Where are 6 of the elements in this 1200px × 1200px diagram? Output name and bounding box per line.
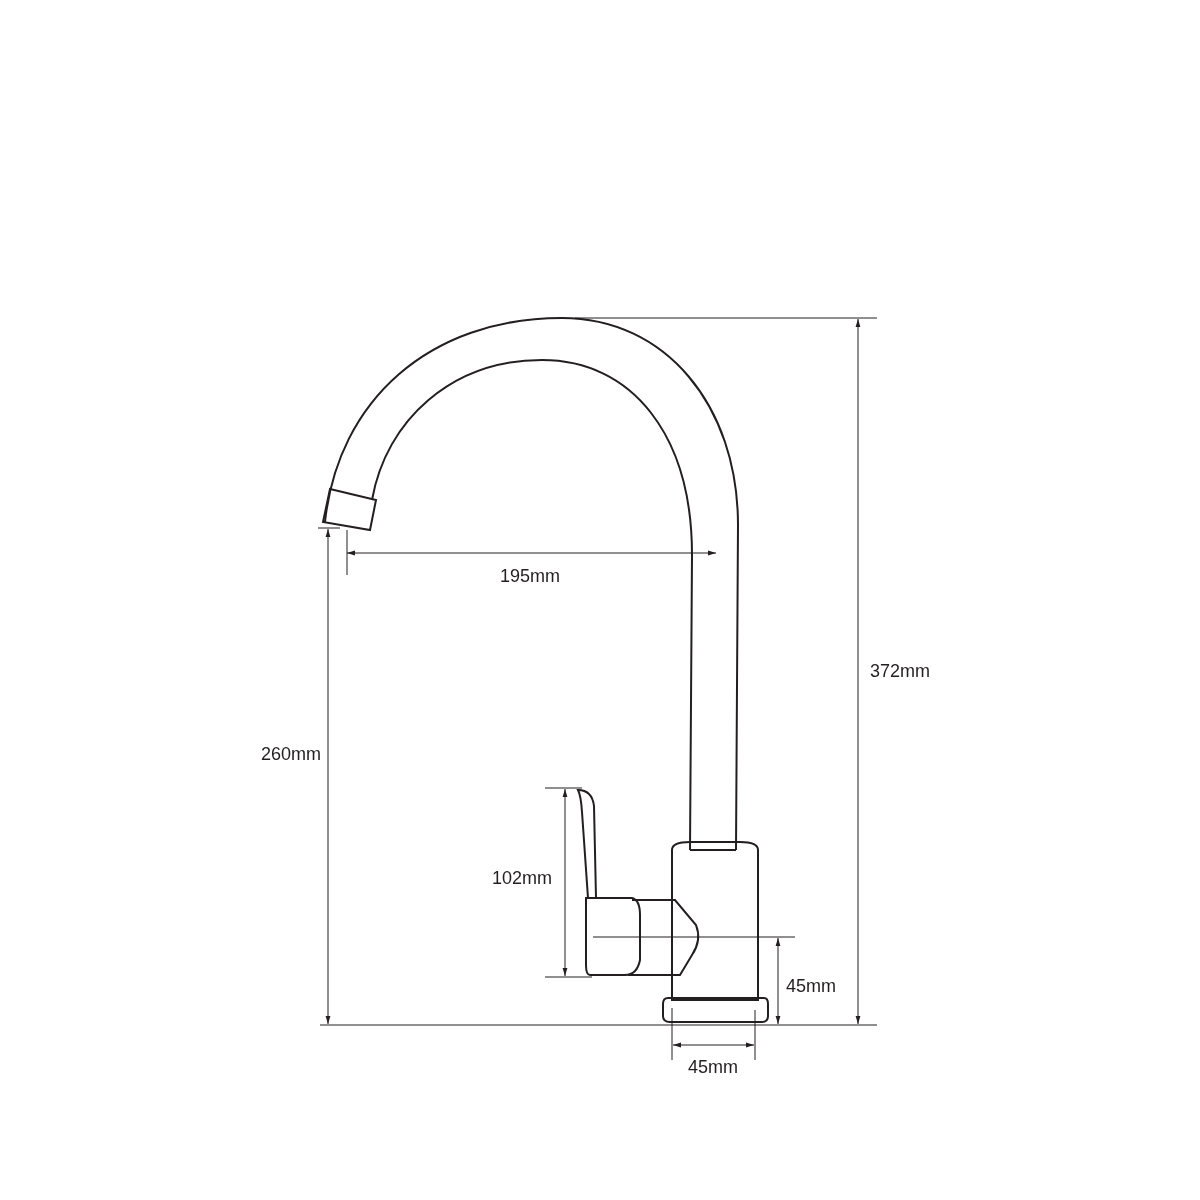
dimension-label: 372mm [870,662,930,680]
dimension-label: 45mm [688,1058,738,1076]
dimension-label: 45mm [786,977,836,995]
dimension-label: 102mm [492,869,552,887]
dimension-label: 195mm [500,567,560,585]
dimension-label: 260mm [261,745,321,763]
